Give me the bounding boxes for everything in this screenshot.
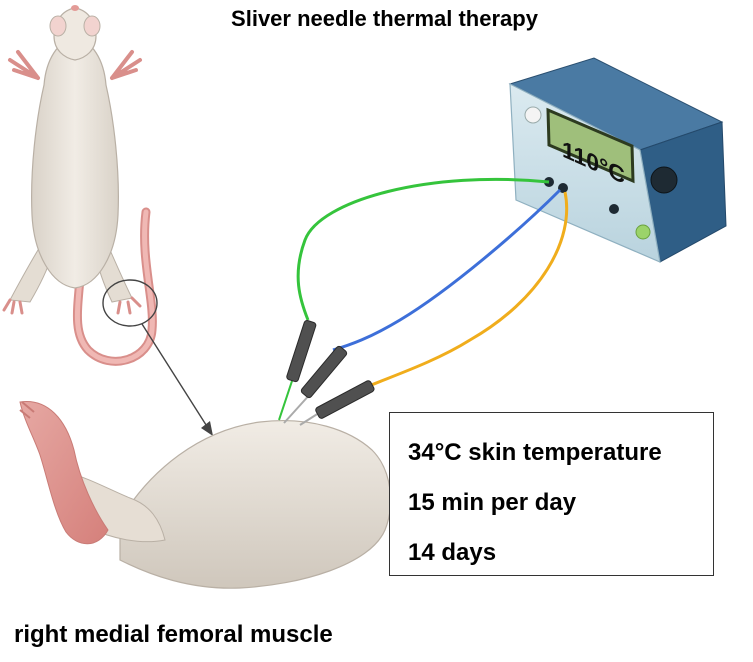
protocol-line-temperature: 34°C skin temperature [408, 439, 662, 466]
focus-circle [102, 279, 158, 327]
green-wire [296, 177, 550, 321]
title-text: Sliver needle thermal therapy [231, 6, 538, 31]
protocol-line-duration: 15 min per day [408, 489, 577, 516]
protocol-line-days: 14 days [408, 539, 497, 566]
zoom-arrow-icon [141, 323, 213, 436]
needle-blue [283, 345, 348, 424]
protocol-box: 34°C skin temperature 15 min per day 14 … [389, 412, 714, 576]
rat-top-view-icon [2, 5, 157, 366]
muscle-caption: right medial femoral muscle [14, 621, 333, 648]
blue-wire [332, 188, 562, 352]
needle-orange [299, 380, 375, 426]
orange-wire [359, 191, 569, 392]
rat-leg-closeup-icon [19, 401, 392, 589]
diagram-title: Sliver needle thermal therapy [0, 6, 753, 32]
needle-green [278, 319, 317, 421]
